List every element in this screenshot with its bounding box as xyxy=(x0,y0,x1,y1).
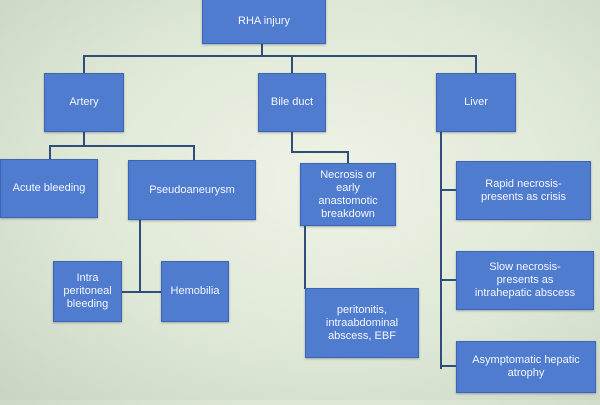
node-intraperitoneal-bleeding: Intra peritoneal bleeding xyxy=(53,261,122,322)
node-rha-injury: RHA injury xyxy=(202,0,326,44)
node-slow-necrosis: Slow necrosis- presents as intrahepatic … xyxy=(456,251,594,310)
node-acute-bleeding: Acute bleeding xyxy=(0,159,98,218)
node-liver: Liver xyxy=(436,73,516,132)
node-pseudoaneurysm: Pseudoaneurysm xyxy=(128,160,256,220)
node-artery: Artery xyxy=(44,73,124,132)
node-necrosis-breakdown: Necrosis or early anastomotic breakdown xyxy=(300,163,396,226)
node-bile-duct: Bile duct xyxy=(258,73,326,132)
node-peritonitis: peritonitis, intraabdominal abscess, EBF xyxy=(305,288,419,358)
node-rapid-necrosis: Rapid necrosis- presents as crisis xyxy=(456,161,591,220)
node-asymptomatic-atrophy: Asymptomatic hepatic atrophy xyxy=(456,341,596,393)
node-hemobilia: Hemobilia xyxy=(161,261,229,322)
